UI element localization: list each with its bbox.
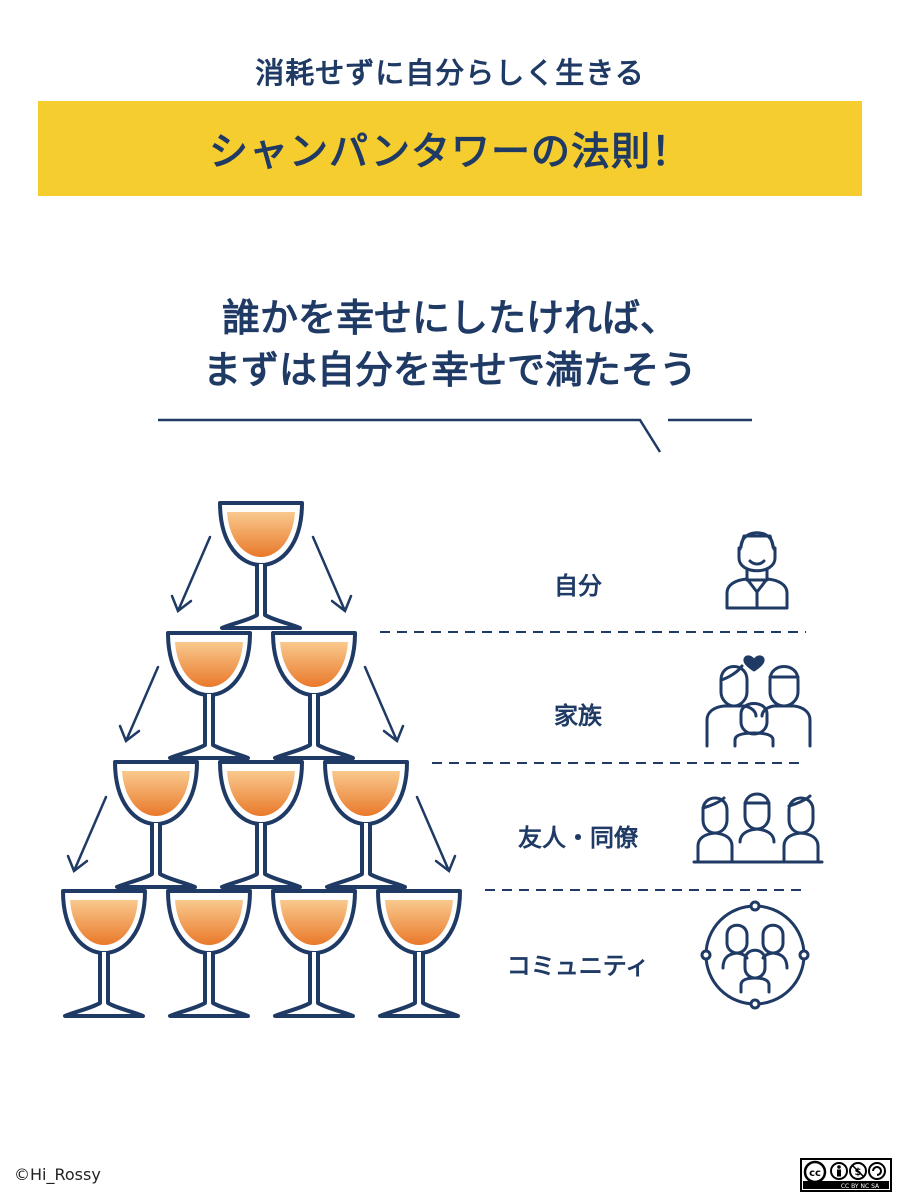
level-label-self: 自分 [554, 572, 602, 600]
headline-line-2: まずは自分を幸せで満たそう [202, 348, 697, 392]
banner-title: シャンパンタワーの法則！ [209, 129, 691, 175]
svg-text:cc: cc [809, 1168, 821, 1179]
license-text: CC BY NC SA [841, 1183, 880, 1190]
family-icon [705, 655, 812, 748]
flow-arrows [66, 535, 457, 873]
cc-license-badge: cc $ CC BY NC SA [800, 1158, 892, 1192]
level-label-family: 家族 [554, 702, 602, 730]
svg-text:$: $ [855, 1167, 862, 1178]
title-banner: シャンパンタワーの法則！ [38, 101, 862, 196]
headline: 誰かを幸せにしたければ、 まずは自分を幸せで満たそう [0, 292, 900, 396]
level-label-community: コミュニティ [506, 952, 650, 980]
glass-row-2 [166, 631, 357, 760]
colleagues-icon [692, 792, 824, 864]
bubble-line [158, 418, 752, 453]
community-icon [700, 900, 810, 1010]
dividers [380, 631, 806, 891]
glass-row-4 [61, 889, 462, 1018]
glass-row-3 [113, 760, 409, 889]
person-icon [725, 531, 789, 610]
level-label-friends: 友人・同僚 [518, 824, 638, 852]
arrow-left-3 [66, 795, 108, 873]
headline-line-1: 誰かを幸せにしたければ、 [221, 296, 678, 340]
arrow-right-3 [415, 795, 457, 873]
arrow-right-2 [363, 665, 405, 743]
arrow-right-1 [311, 535, 353, 613]
arrow-left-1 [170, 535, 212, 613]
arrow-left-2 [118, 665, 160, 743]
subtitle: 消耗せずに自分らしく生きる [255, 56, 645, 90]
credit: ©Hi_Rossy [14, 1165, 101, 1184]
glass-row-1 [218, 501, 304, 630]
